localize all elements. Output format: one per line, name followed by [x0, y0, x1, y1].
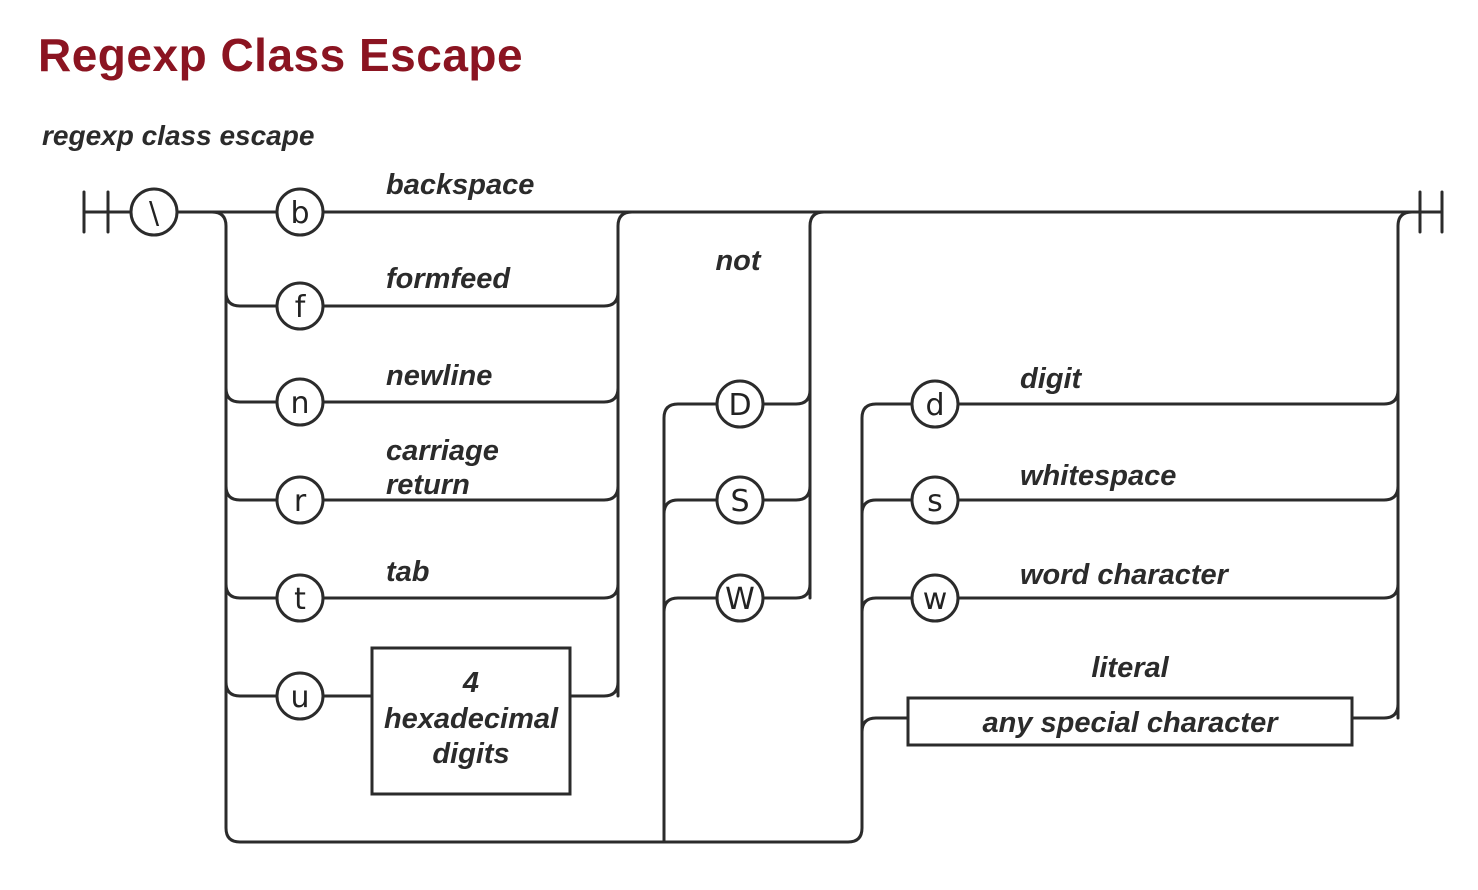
terminal-s-char: s [927, 484, 943, 519]
terminal-W: W [715, 573, 765, 623]
page-title: Regexp Class Escape [38, 29, 524, 81]
terminal-f-char: f [295, 290, 307, 325]
terminal-n: n [275, 377, 325, 427]
terminal-w: w [910, 573, 960, 623]
terminal-n-char: n [290, 386, 309, 421]
label-newline: newline [386, 360, 492, 392]
label-backspace: backspace [386, 169, 534, 201]
terminal-r: r [275, 475, 325, 525]
tracks [82, 190, 1444, 844]
backslash-terminal: \ [129, 187, 179, 237]
terminal-D-char: D [728, 388, 751, 423]
terminal-D: D [715, 379, 765, 429]
label-carriage: carriage [386, 435, 499, 467]
terminal-S-char: S [730, 484, 749, 519]
hex-line-2: hexadecimal [384, 703, 559, 735]
terminal-b: b [275, 187, 325, 237]
diagram-caption: regexp class escape [42, 120, 314, 151]
terminal-s: s [910, 475, 960, 525]
terminal-f: f [275, 281, 325, 331]
literal-box: any special character [906, 696, 1354, 747]
terminal-r-char: r [294, 484, 307, 519]
literal-box-text: any special character [982, 707, 1279, 739]
label-not: not [715, 245, 761, 277]
hex-line-1: 4 [462, 667, 479, 699]
terminal-S: S [715, 475, 765, 525]
label-tab: tab [386, 556, 430, 588]
terminal-u: u [275, 671, 325, 721]
label-return: return [386, 469, 470, 501]
terminal-b-char: b [290, 196, 309, 231]
terminal-t-char: t [294, 582, 306, 617]
label-whitespace: whitespace [1020, 460, 1176, 492]
hex-line-3: digits [432, 738, 509, 770]
terminal-t: t [275, 573, 325, 623]
backslash-label: \ [149, 196, 160, 231]
label-digit: digit [1020, 363, 1083, 395]
terminal-W-char: W [725, 582, 755, 617]
label-formfeed: formfeed [386, 263, 511, 295]
terminal-u-char: u [290, 680, 309, 715]
terminal-d-char: d [925, 388, 944, 423]
label-word-character: word character [1020, 559, 1230, 591]
terminal-d: d [910, 379, 960, 429]
terminal-w-char: w [923, 582, 948, 617]
hex-digits-box: 4 hexadecimal digits [370, 646, 572, 796]
label-literal: literal [1091, 652, 1169, 684]
